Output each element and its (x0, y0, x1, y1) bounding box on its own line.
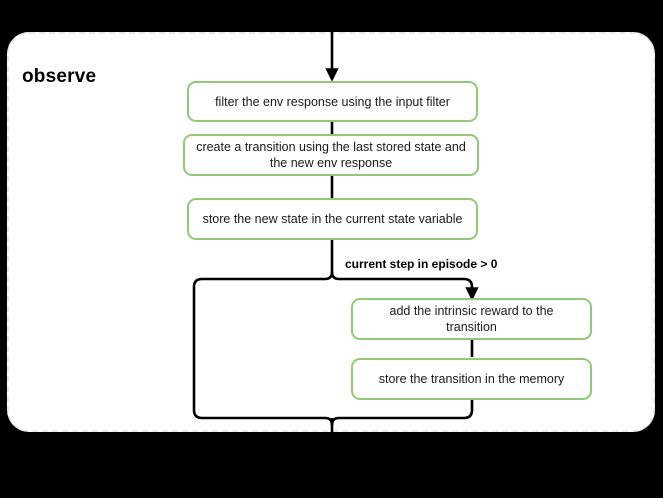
node-store-transition-label: store the transition in the memory (378, 372, 565, 386)
node-filter-label: filter the env response using the input … (215, 94, 450, 109)
node-store-transition[interactable]: store the transition in the memory (351, 358, 592, 400)
node-add-intrinsic-reward-label: add the intrinsic reward to the transiti… (389, 304, 554, 334)
node-store-state[interactable]: store the new state in the current state… (187, 198, 478, 240)
node-store-state-label: store the new state in the current state… (202, 212, 463, 226)
node-create-transition-label: create a transition using the last store… (196, 140, 466, 170)
node-filter[interactable]: filter the env response using the input … (187, 81, 478, 122)
node-add-intrinsic-reward[interactable]: add the intrinsic reward to the transiti… (351, 298, 592, 340)
node-create-transition[interactable]: create a transition using the last store… (183, 134, 479, 176)
edge-label-current-step-condition: current step in episode > 0 (345, 257, 498, 271)
scope-title-observe: observe (22, 66, 97, 87)
